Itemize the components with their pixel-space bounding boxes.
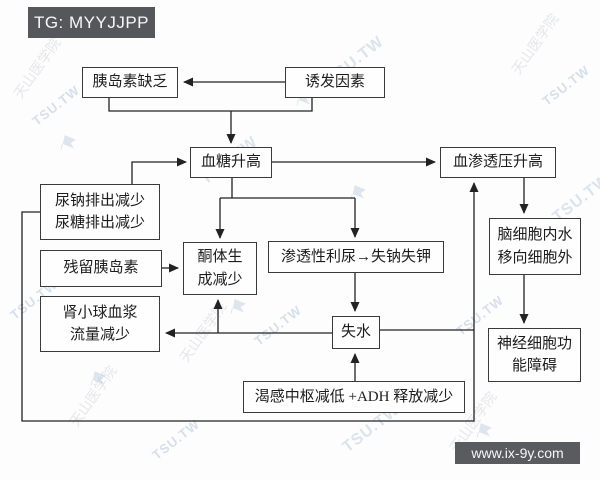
node-osmotic-diuresis: 渗透性利尿→失钠失钾 [268,241,444,273]
node-glomerular-flow-reduced: 肾小球血浆 流量减少 [40,296,160,352]
node-brain-cell-water-shift: 脑细胞内水 移向细胞外 [489,218,581,275]
node-ketone-reduced: 酮体生 成减少 [183,242,257,295]
node-urine-output-reduced: 尿钠排出减少 尿糖排出减少 [40,184,160,240]
node-hyperglycemia: 血糖升高 [190,147,272,178]
node-water-loss: 失水 [332,316,380,349]
node-precipitating-factors: 诱发因素 [285,67,385,98]
node-thirst-adh-reduced: 渴感中枢减低 +ADH 释放减少 [243,381,465,413]
footer-url: www.ix-9y.com [455,442,580,464]
node-insulin-deficiency: 胰岛素缺乏 [82,67,178,98]
node-hyperosmolality: 血渗透压升高 [440,147,556,178]
header-tag: TG: MYYJJPP [28,7,155,38]
node-neuron-dysfunction: 神经细胞功 能障碍 [488,328,581,382]
node-residual-insulin: 残留胰岛素 [40,250,162,287]
